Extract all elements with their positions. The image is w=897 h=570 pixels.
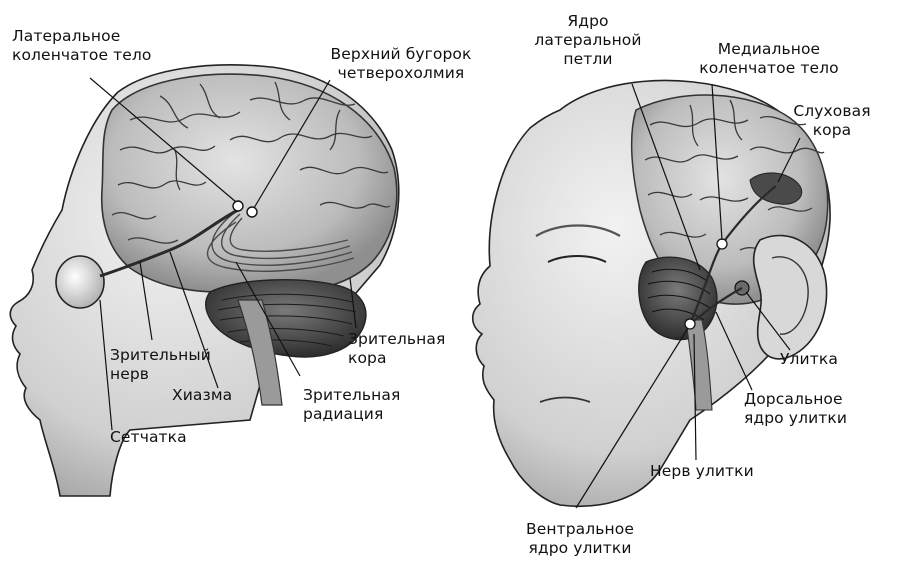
label-optic-radiation: Зрительная радиация — [303, 386, 400, 424]
medial-geniculate-node — [717, 239, 727, 249]
left-head — [10, 65, 399, 496]
superior-colliculus-node — [247, 207, 257, 217]
label-medial-geniculate: Медиальное коленчатое тело — [684, 40, 854, 78]
label-ventral-cochlear-nucleus: Вентральное ядро улитки — [500, 520, 660, 558]
label-chiasm: Хиазма — [172, 386, 232, 405]
label-lateral-geniculate: Латеральное коленчатое тело — [12, 27, 152, 65]
lateral-geniculate-node — [233, 201, 243, 211]
label-superior-colliculus: Верхний бугорок четверохолмия — [326, 45, 476, 83]
ventral-cochlear-node — [685, 319, 695, 329]
label-lateral-lemniscus-nucleus: Ядро латеральной петли — [528, 12, 648, 69]
label-visual-cortex: Зрительная кора — [348, 330, 445, 368]
label-cochlea: Улитка — [780, 350, 838, 369]
label-retina: Сетчатка — [110, 428, 187, 447]
right-head — [473, 80, 830, 508]
left-eye — [56, 256, 104, 308]
label-auditory-cortex: Слуховая кора — [782, 102, 882, 140]
label-optic-nerve: Зрительный нерв — [110, 346, 211, 384]
right-ear — [754, 236, 827, 359]
label-dorsal-cochlear-nucleus: Дорсальное ядро улитки — [744, 390, 847, 428]
label-cochlear-nerve: Нерв улитки — [650, 462, 754, 481]
